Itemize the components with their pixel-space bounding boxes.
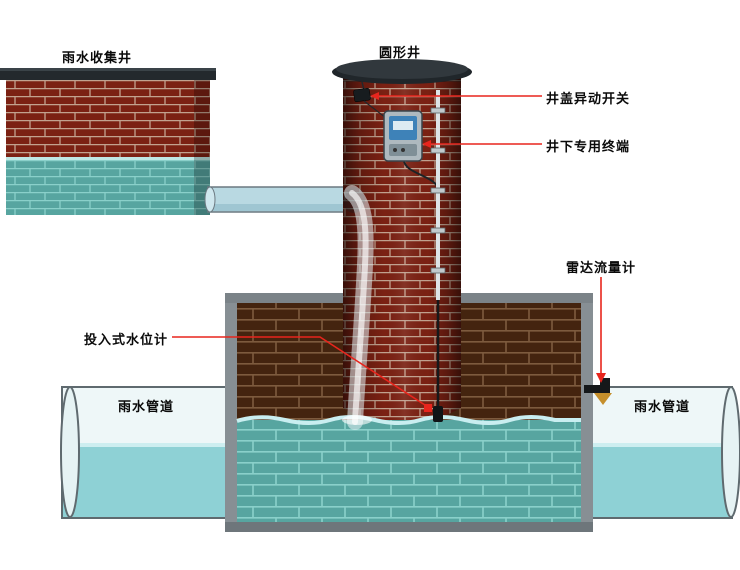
label-radar-flowmeter: 雷达流量计	[566, 261, 637, 276]
water-stream	[342, 185, 374, 430]
terminal-device	[383, 110, 423, 162]
leader-level-gauge	[172, 336, 429, 408]
label-collect-well: 雨水收集井	[62, 51, 133, 66]
chamber-water	[236, 415, 581, 522]
level-probe	[433, 406, 443, 422]
annotation-lines	[172, 92, 606, 412]
label-terminal: 井下专用终端	[546, 140, 631, 155]
sensor-cable	[403, 90, 446, 408]
left-rain-pipe	[60, 386, 241, 519]
cover-switch-device	[353, 81, 387, 119]
label-level-gauge: 投入式水位计	[84, 333, 169, 348]
label-cover-switch: 井盖异动开关	[546, 92, 631, 107]
label-round-well: 圆形井	[379, 46, 422, 61]
label-pipe-right: 雨水管道	[634, 400, 691, 415]
radar-flowmeter-device	[584, 378, 612, 405]
connecting-pipe	[204, 186, 359, 213]
collect-well	[0, 68, 216, 215]
well-cap	[332, 59, 472, 84]
label-pipe-left: 雨水管道	[118, 400, 175, 415]
